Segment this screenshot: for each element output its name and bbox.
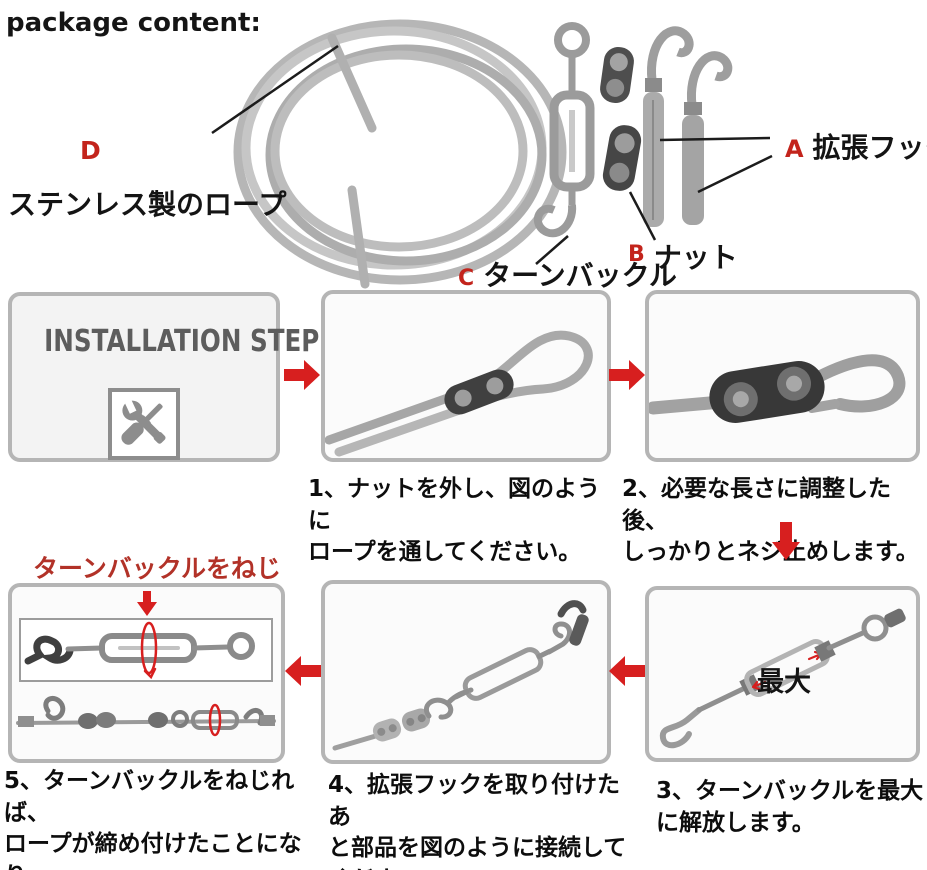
part-key-a: A <box>785 135 804 163</box>
rope-clip-photo-2 <box>602 125 642 191</box>
step5-image-panel <box>8 583 285 763</box>
part-key-b: B <box>628 242 645 267</box>
rope-clip-photo-1 <box>600 46 634 104</box>
step1-image-panel <box>321 290 611 462</box>
red-arrow-down-icon <box>772 522 800 560</box>
turnbuckle-photo <box>533 22 595 238</box>
small-red-down-arrow-icon <box>137 591 157 616</box>
rope-clip-step2 <box>709 360 825 424</box>
red-arrow-left-icon-1 <box>285 656 321 686</box>
page-title: package content: <box>6 8 261 38</box>
tools-icon <box>121 396 166 445</box>
step4-caption: 4、拡張フックを取り付けたあ と部品を図のように接続して ください。 <box>328 772 627 870</box>
part-label-a: A 拡張フック <box>785 126 927 166</box>
installation-steps-panel: INSTALLATION STEPS <box>8 292 337 462</box>
part-name-nut: ナット <box>653 241 738 274</box>
step1-image <box>325 330 593 457</box>
expansion-hook-photo-2 <box>682 51 733 225</box>
step3-image <box>659 608 906 749</box>
step4-image-panel <box>321 580 611 764</box>
part-name-rope: ステンレス製のロープ <box>8 188 287 221</box>
step2-image <box>649 354 906 424</box>
package-content-photo <box>211 19 773 289</box>
part-name-hook: 拡張フック <box>812 131 927 164</box>
part-key-d: D <box>80 136 101 165</box>
step4-image <box>332 600 589 751</box>
part-key-c: C <box>458 266 475 291</box>
step3-caption: 3、ターンバックルを最大 に解放します。 <box>656 778 924 836</box>
step2-image-panel <box>645 290 920 462</box>
max-annotation: 最大 <box>757 667 811 698</box>
red-arrow-left-icon-2 <box>609 656 645 686</box>
red-arrow-right-icon-1 <box>284 360 320 390</box>
step5-caption: 5、ターンバックルをねじれば、 ロープが締め付けたことになり ます。 <box>4 768 302 870</box>
step5-image <box>16 591 276 737</box>
tools-icon-box <box>108 388 180 460</box>
part-label-c: C ターンバックル <box>458 254 677 294</box>
red-arrow-right-icon-2 <box>609 360 645 390</box>
step1-caption: 1、ナットを外し、図のように ロープを通してください。 <box>308 476 601 566</box>
part-name-turnbuckle: ターンバックル <box>483 259 677 292</box>
expansion-hook-photo-1 <box>643 26 694 227</box>
step2-caption: 2、必要な長さに調整した後、 しっかりとネジ止めします。 <box>622 476 919 566</box>
rotate-indicator-bottom <box>208 703 222 737</box>
turnbuckle-note: ターンバックルをねじ <box>33 554 282 583</box>
callout-lines <box>211 44 773 265</box>
rope-clip-step1 <box>444 369 514 415</box>
part-label-b: B ナット <box>628 236 738 276</box>
installation-steps-heading: INSTALLATION STEPS <box>44 324 338 359</box>
step3-image-panel: 最大 <box>645 586 920 762</box>
rotate-indicator-top <box>140 621 158 675</box>
